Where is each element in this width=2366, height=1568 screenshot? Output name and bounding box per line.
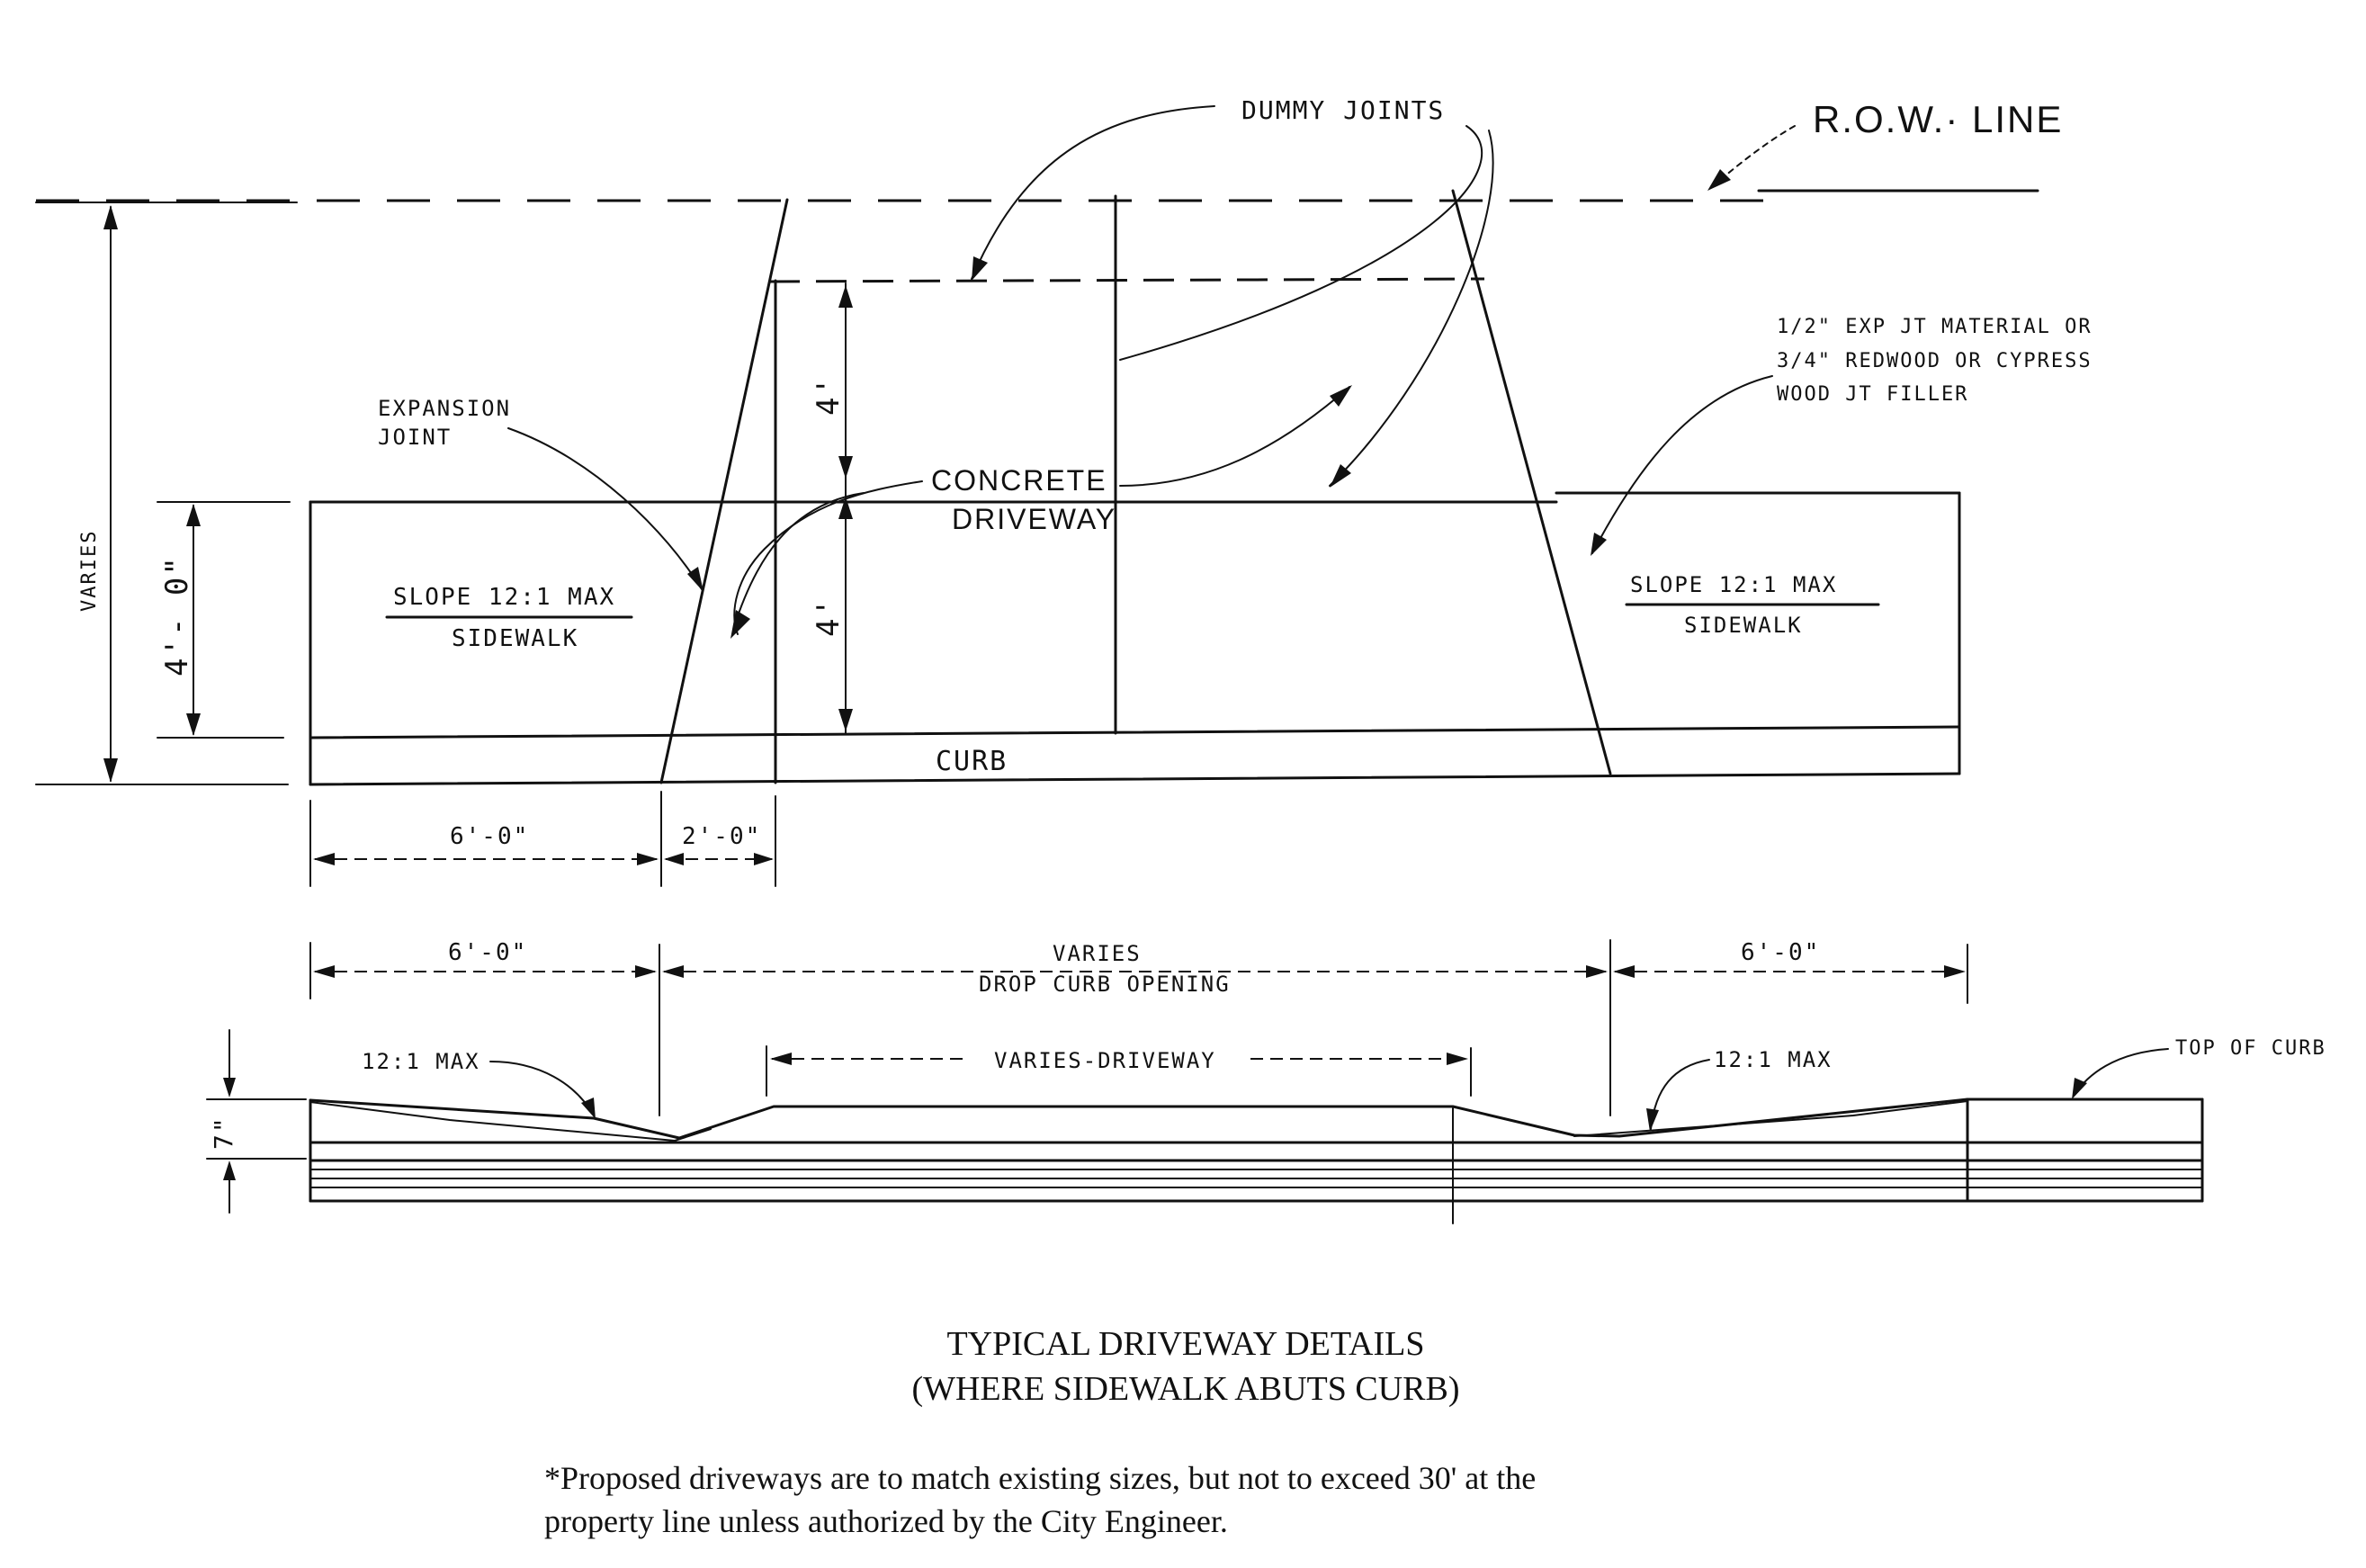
label-exp-material-3: WOOD JT FILLER xyxy=(1777,383,1968,406)
label-drop-curb: DROP CURB OPENING xyxy=(979,972,1231,997)
note-line-1: *Proposed driveways are to match existin… xyxy=(544,1460,1536,1496)
caption-title: TYPICAL DRIVEWAY DETAILS xyxy=(946,1325,1424,1363)
leader-expansion-joint xyxy=(507,427,703,590)
label-6-0-left: 6'-0" xyxy=(448,939,527,966)
label-concrete: CONCRETE xyxy=(931,464,1107,497)
label-slope-right: SLOPE 12:1 MAX xyxy=(1630,572,1837,597)
label-expansion: EXPANSION xyxy=(378,396,511,421)
label-top-of-curb: TOP OF CURB xyxy=(2175,1037,2326,1060)
label-12-1-right: 12:1 MAX xyxy=(1714,1047,1833,1072)
leader-dummy-joints xyxy=(971,105,1215,280)
label-6-0-plan: 6'-0" xyxy=(450,823,529,850)
label-driveway: DRIVEWAY xyxy=(952,503,1116,535)
caption-subtitle: (WHERE SIDEWALK ABUTS CURB) xyxy=(911,1370,1459,1408)
leader-top-of-curb xyxy=(2073,1048,2169,1097)
label-joint: JOINT xyxy=(378,425,452,450)
label-varies-top: VARIES xyxy=(1053,941,1142,966)
label-exp-material-2: 3/4" REDWOOD OR CYPRESS xyxy=(1777,350,2093,372)
curb-bottom-line xyxy=(309,772,1961,786)
label-sidewalk-right: SIDEWALK xyxy=(1684,613,1803,638)
label-curb: CURB xyxy=(936,746,1008,777)
plan-view xyxy=(35,105,2039,887)
label-varies-vertical: VARIES xyxy=(78,530,101,612)
leader-12-1-right xyxy=(1650,1059,1710,1130)
label-varies-driveway: VARIES-DRIVEWAY xyxy=(994,1048,1216,1073)
leader-12-1-left xyxy=(489,1061,595,1116)
leader-concrete xyxy=(733,480,923,635)
expansion-joint-right xyxy=(1451,189,1612,775)
label-slope-left: SLOPE 12:1 MAX xyxy=(393,584,615,611)
expansion-joint-left xyxy=(659,198,789,784)
label-2-0-plan: 2'-0" xyxy=(682,823,761,850)
leader-row-line xyxy=(1708,125,1796,190)
curb-top-line xyxy=(309,725,1961,739)
note-line-2: property line unless authorized by the C… xyxy=(544,1503,1228,1539)
caption: TYPICAL DRIVEWAY DETAILS (WHERE SIDEWALK… xyxy=(911,1325,1459,1408)
label-4-0-vertical: 4'- 0" xyxy=(159,555,195,676)
dummy-joint-line xyxy=(768,277,1485,283)
label-dummy-joints: DUMMY JOINTS xyxy=(1241,95,1445,125)
note: *Proposed driveways are to match existin… xyxy=(544,1460,1536,1539)
profile-view xyxy=(206,939,2204,1224)
labels: DUMMY JOINTS R.O.W.· LINE 1/2" EXP JT MA… xyxy=(78,95,2326,1150)
label-4-lower: 4' xyxy=(811,596,847,637)
profile-surface xyxy=(309,1098,2204,1140)
leader-exp-material xyxy=(1591,375,1773,554)
label-12-1-left: 12:1 MAX xyxy=(362,1049,480,1074)
label-4-upper: 4' xyxy=(811,375,847,416)
label-sidewalk-left: SIDEWALK xyxy=(452,625,578,652)
label-exp-material-1: 1/2" EXP JT MATERIAL OR xyxy=(1777,316,2093,338)
label-6-0-right: 6'-0" xyxy=(1741,939,1820,966)
label-row-line: R.O.W.· LINE xyxy=(1813,98,2063,140)
label-7-inch: 7" xyxy=(209,1116,238,1150)
